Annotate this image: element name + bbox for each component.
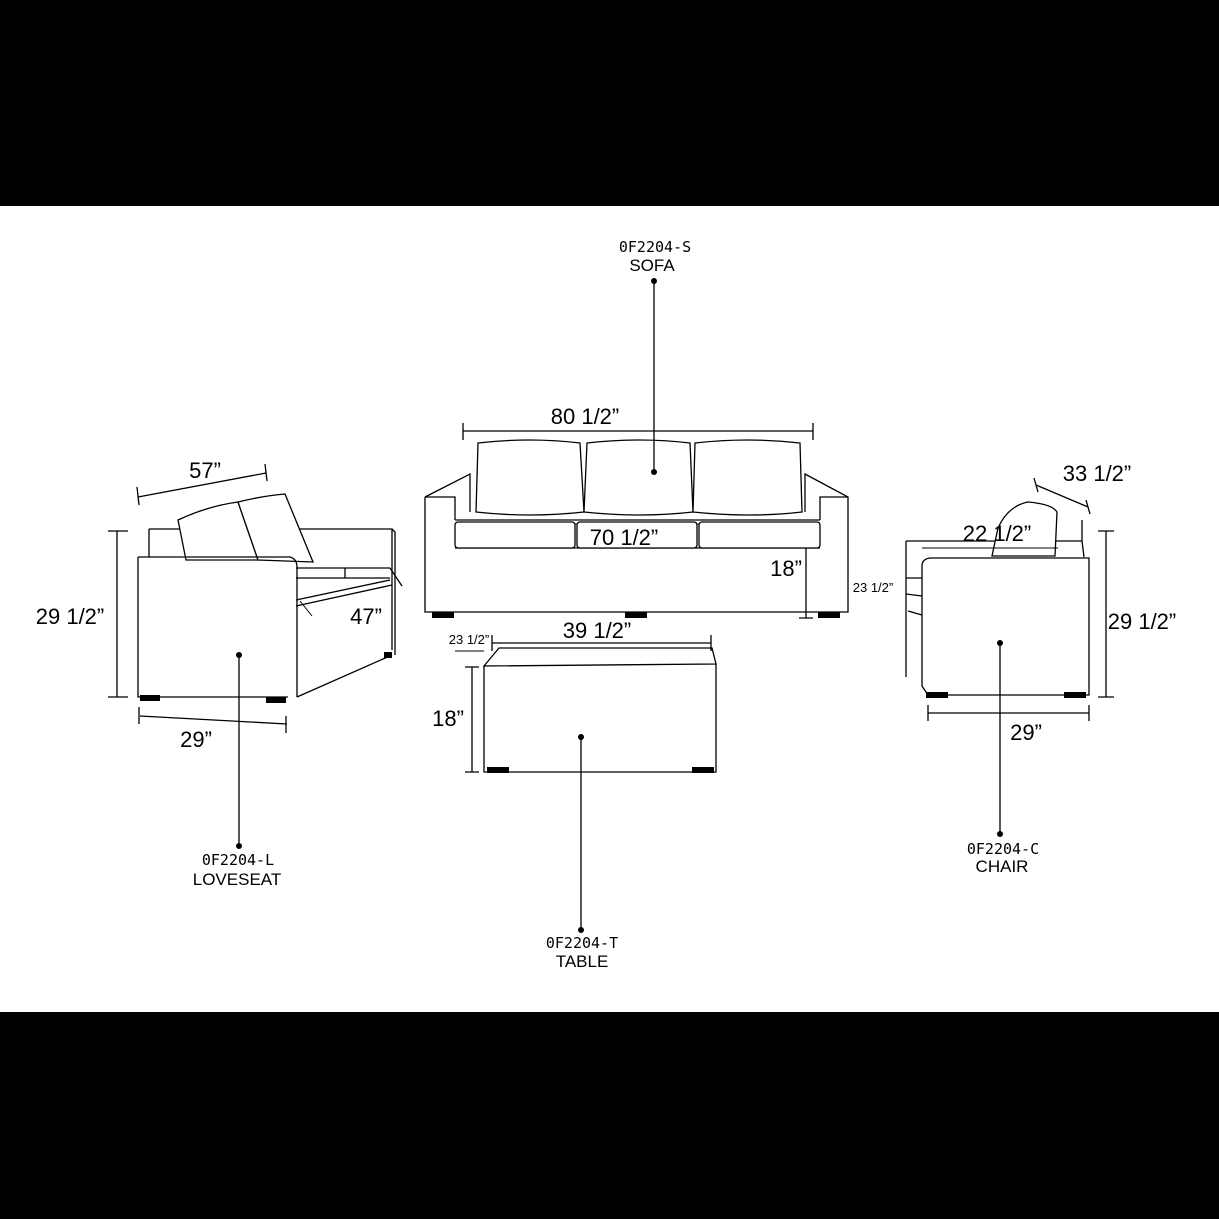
sofa-code: 0F2204-S	[619, 238, 691, 256]
chair-depth-dimension: 29”	[1010, 720, 1042, 745]
loveseat-seat-dimension: 47”	[350, 604, 382, 629]
sofa-width-dimension: 80 1/2”	[551, 404, 620, 429]
table-height-dimension: 18”	[432, 706, 464, 731]
sofa-seat-height-dimension: 18”	[770, 556, 802, 581]
loveseat-depth-dimension: 29”	[180, 727, 212, 752]
loveseat-name: LOVESEAT	[193, 870, 282, 889]
chair-seat-depth-dimension: 23 1/2”	[853, 580, 893, 595]
sofa-name: SOFA	[629, 256, 675, 275]
sofa-drawing	[424, 278, 849, 619]
chair-name: CHAIR	[976, 857, 1029, 876]
loveseat-code: 0F2204-L	[202, 851, 274, 869]
table-code: 0F2204-T	[546, 934, 618, 952]
table-width-dimension: 39 1/2”	[563, 618, 632, 643]
chair-height-dimension: 29 1/2”	[1108, 609, 1177, 634]
table-name: TABLE	[556, 952, 609, 971]
table-drawing	[455, 635, 717, 933]
chair-code: 0F2204-C	[967, 840, 1039, 858]
loveseat-width-dimension: 57”	[189, 458, 221, 483]
drawing-sheet	[0, 206, 1219, 1012]
chair-width-dimension: 33 1/2”	[1063, 461, 1132, 486]
loveseat-drawing	[108, 463, 403, 849]
chair-seat-width-dimension: 22 1/2”	[963, 521, 1032, 546]
loveseat-height-dimension: 29 1/2”	[36, 604, 105, 629]
sofa-seat-width-dimension: 70 1/2”	[590, 525, 659, 550]
chair-drawing	[905, 477, 1114, 837]
table-depth-dimension: 23 1/2”	[449, 632, 489, 647]
